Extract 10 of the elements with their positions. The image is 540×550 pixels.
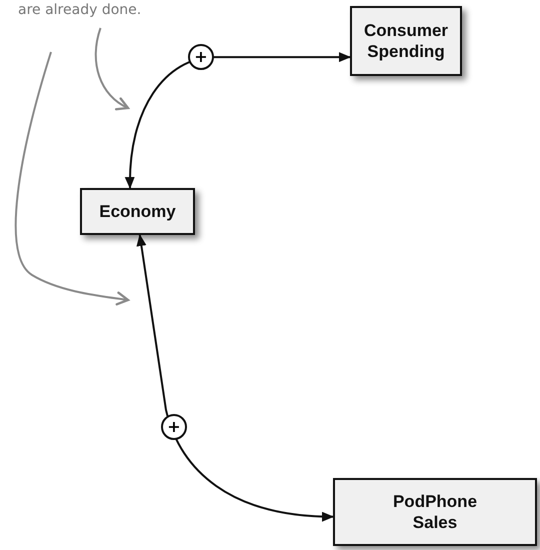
edge-label: + <box>188 44 214 70</box>
leader-arrow <box>14 52 130 306</box>
variable-box: PodPhone Sales <box>333 478 537 546</box>
connector-arrow <box>136 234 334 522</box>
variable-box: Economy <box>80 188 195 235</box>
connector-arrow <box>125 52 351 189</box>
handwritten-note: are already done. <box>18 2 142 18</box>
variable-box: Consumer Spending <box>350 6 462 76</box>
leader-arrow <box>94 28 130 110</box>
edge-label: + <box>161 414 187 440</box>
